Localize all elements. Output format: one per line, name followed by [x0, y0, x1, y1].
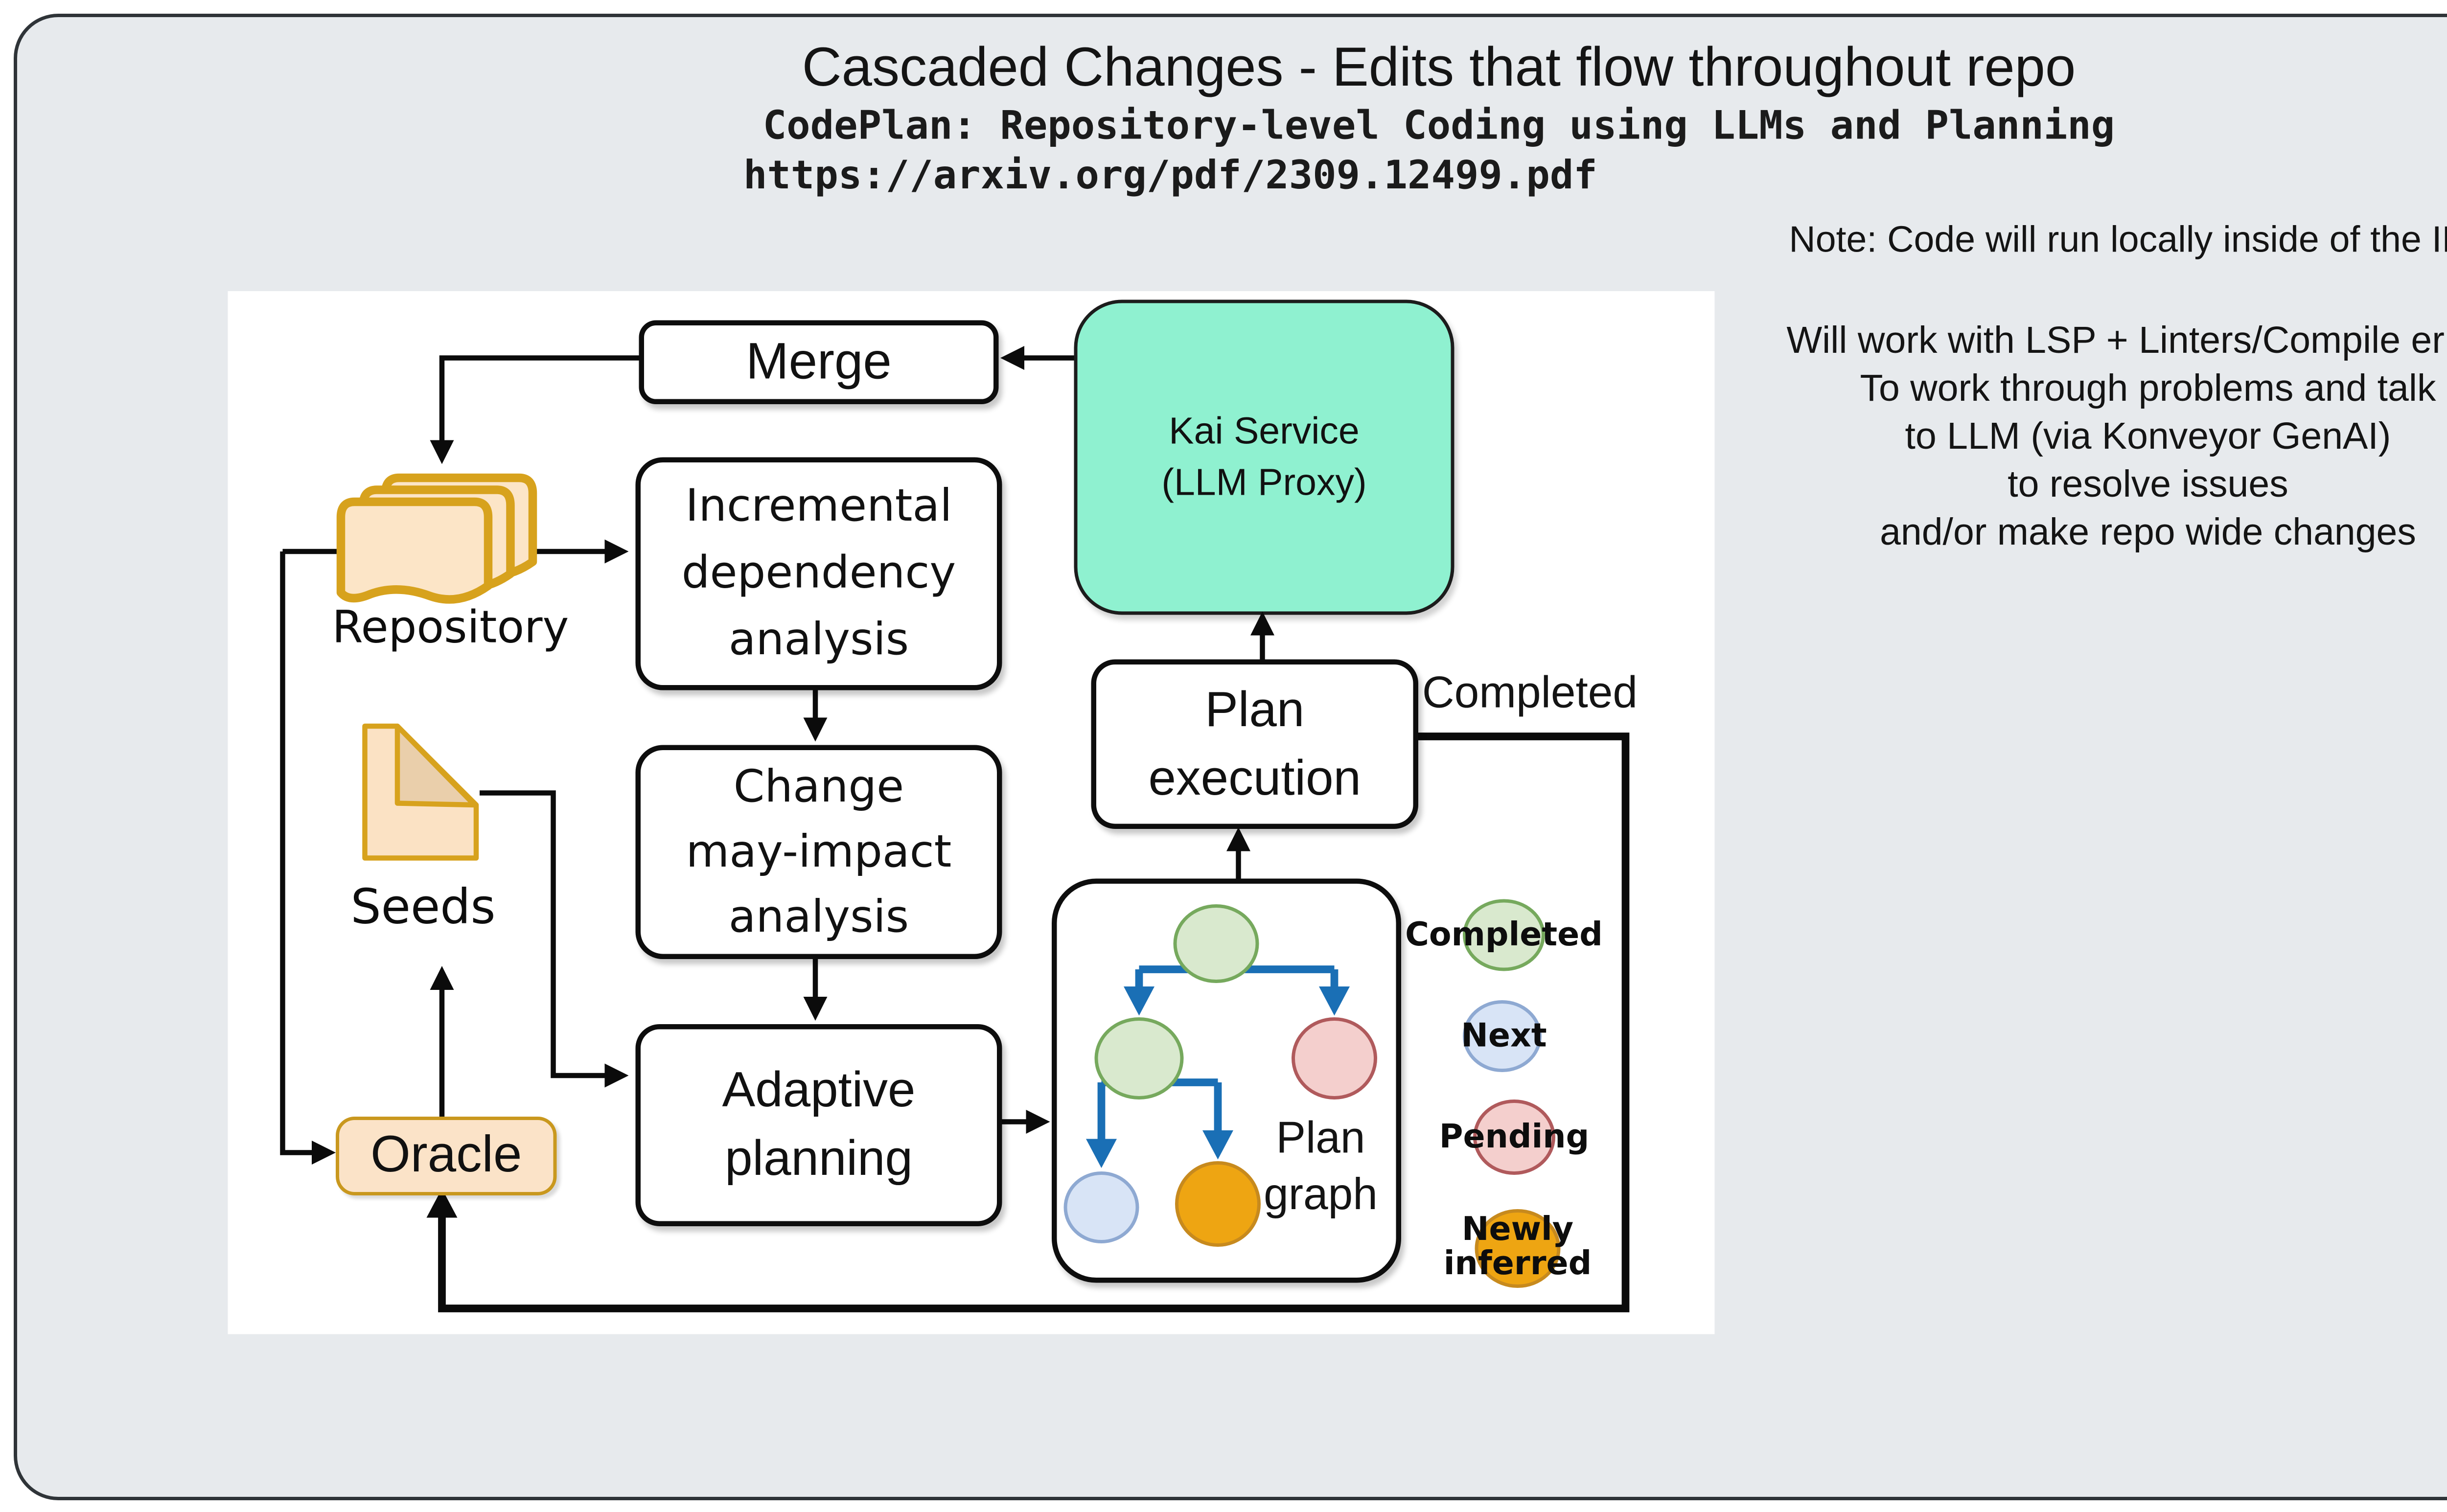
- legend-newly-inferred-label: Newly inferred: [1443, 1211, 1592, 1283]
- repository-label: Repository: [332, 603, 569, 654]
- oracle-box: Oracle: [336, 1117, 557, 1195]
- change-impact-box: Change may-impact analysis: [635, 745, 1002, 959]
- plan-node-root-completed: [1173, 904, 1259, 983]
- kai-service-line2: (LLM Proxy): [1161, 460, 1367, 504]
- merge-label: Merge: [746, 333, 892, 390]
- plan-execution-line1: Plan: [1205, 682, 1305, 737]
- legend-pending-label: Pending: [1439, 1118, 1590, 1156]
- plan-execution-line2: execution: [1148, 751, 1362, 806]
- note-line: Note: Code will run locally inside of th…: [1789, 219, 2447, 260]
- legend-next-label: Next: [1461, 1017, 1547, 1055]
- change-line3: analysis: [728, 891, 909, 943]
- note-line-2: To work through problems and talk: [1860, 367, 2436, 410]
- adaptive-planning-box: Adaptive planning: [635, 1024, 1002, 1226]
- page-title: Cascaded Changes - Edits that flow throu…: [802, 36, 2076, 98]
- merge-box: Merge: [639, 320, 999, 404]
- plan-graph-label-line1: Plan: [1276, 1111, 1365, 1163]
- plan-node-leaf-next: [1063, 1171, 1139, 1243]
- note-line-3: to LLM (via Konveyor GenAI): [1905, 414, 2391, 458]
- kai-service-box: Kai Service (LLM Proxy): [1074, 299, 1454, 615]
- paper-subtitle: CodePlan: Repository-level Coding using …: [762, 104, 2115, 149]
- seeds-icon: [362, 723, 479, 861]
- change-line1: Change: [733, 761, 904, 813]
- note-line-5: and/or make repo wide changes: [1880, 510, 2416, 553]
- incremental-line1: Incremental: [685, 480, 952, 532]
- plan-node-right-pending: [1292, 1017, 1377, 1100]
- adaptive-line2: planning: [725, 1132, 913, 1187]
- change-line2: may-impact: [686, 826, 952, 878]
- legend-completed-label: Completed: [1405, 916, 1603, 954]
- note-line-4: to resolve issues: [2008, 462, 2288, 505]
- seeds-label: Seeds: [350, 878, 496, 936]
- notes-paragraph: Will work with LSP + Linters/Compile err…: [1747, 317, 2447, 557]
- incremental-line3: analysis: [728, 614, 909, 665]
- arxiv-url: https://arxiv.org/pdf/2309.12499.pdf: [743, 154, 1597, 199]
- oracle-label: Oracle: [370, 1127, 522, 1184]
- incremental-analysis-box: Incremental dependency analysis: [635, 457, 1002, 690]
- kai-service-line1: Kai Service: [1169, 409, 1360, 453]
- note-line-1: Will work with LSP + Linters/Compile err…: [1786, 319, 2447, 362]
- plan-node-left-completed: [1094, 1017, 1184, 1100]
- incremental-line2: dependency: [681, 547, 956, 599]
- repository-icon: [336, 473, 537, 604]
- plan-node-leaf-newly-inferred: [1175, 1161, 1261, 1247]
- completed-edge-label: Completed: [1422, 666, 1638, 718]
- adaptive-line1: Adaptive: [722, 1063, 916, 1119]
